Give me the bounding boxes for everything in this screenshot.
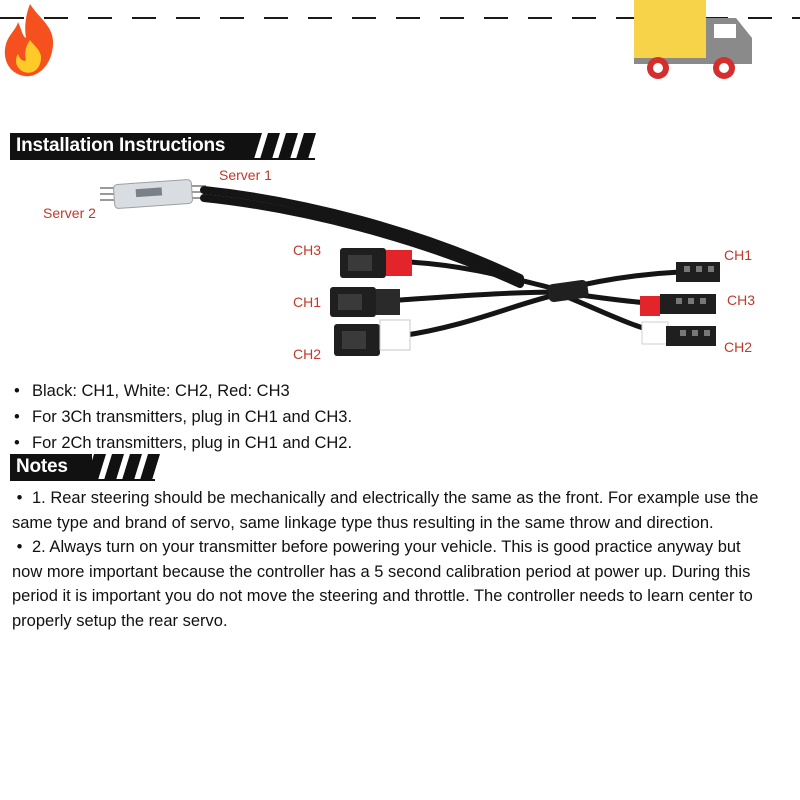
note-item: •1. Rear steering should be mechanically… bbox=[12, 489, 759, 532]
installation-title: Installation Instructions bbox=[16, 135, 226, 156]
label-ch2-left: CH2 bbox=[293, 346, 321, 362]
dashed-divider bbox=[0, 17, 800, 19]
servo-connector-ch1-left bbox=[330, 287, 400, 317]
label-ch1-left: CH1 bbox=[293, 294, 321, 310]
label-server-2: Server 2 bbox=[43, 205, 96, 221]
note-item: •2. Always turn on your transmitter befo… bbox=[12, 538, 753, 630]
servo-connector-ch3-left bbox=[340, 248, 412, 278]
label-ch3-right: CH3 bbox=[727, 292, 755, 308]
servo-plug-ch1-right bbox=[676, 262, 720, 282]
servo-plug-ch3-right bbox=[640, 294, 716, 316]
label-ch3-left: CH3 bbox=[293, 242, 321, 258]
delivery-truck-icon bbox=[634, 0, 752, 79]
flame-icon bbox=[4, 4, 54, 77]
label-ch2-right: CH2 bbox=[724, 339, 752, 355]
installation-header: Installation Instructions bbox=[10, 133, 316, 160]
notes-title: Notes bbox=[16, 456, 68, 477]
label-ch1-right: CH1 bbox=[724, 247, 752, 263]
list-item: •For 2Ch transmitters, plug in CH1 and C… bbox=[14, 434, 353, 452]
installation-bullets: •Black: CH1, White: CH2, Red: CH3 •For 3… bbox=[14, 378, 794, 456]
notes-list: •1. Rear steering should be mechanically… bbox=[12, 486, 772, 633]
servo-plug-ch2-right bbox=[641, 321, 716, 346]
list-item: •For 3Ch transmitters, plug in CH1 and C… bbox=[14, 408, 353, 426]
notes-header: Notes bbox=[10, 454, 160, 481]
list-item: •Black: CH1, White: CH2, Red: CH3 bbox=[14, 382, 290, 400]
label-server-1: Server 1 bbox=[219, 167, 272, 183]
y-cable-product-image: Server 1 Server 2 CH3 CH1 CH2 CH1 CH3 CH… bbox=[43, 167, 755, 362]
servo-connector-ch2-left bbox=[334, 319, 411, 356]
controller-module bbox=[100, 179, 206, 209]
